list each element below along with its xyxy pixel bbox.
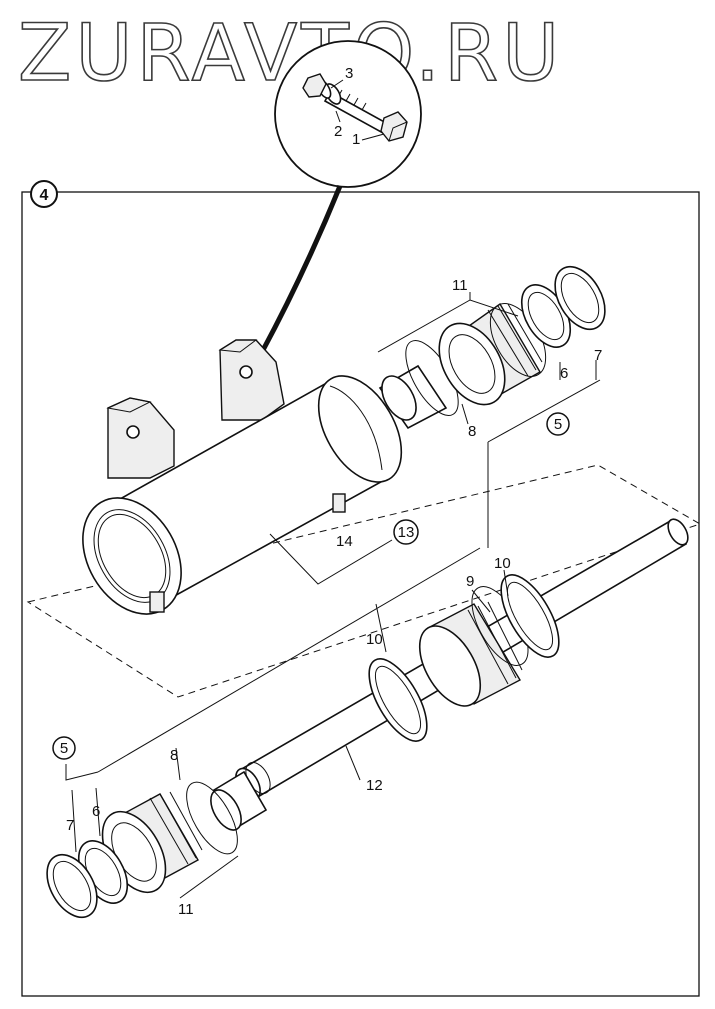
callout-7-top: 7 <box>594 347 602 364</box>
callout-5-low: 5 <box>52 736 76 760</box>
svg-text:5: 5 <box>554 416 562 433</box>
nut <box>302 73 327 98</box>
callout-10-top: 10 <box>494 555 511 572</box>
callout-4: 4 <box>30 180 58 208</box>
callout-9: 9 <box>466 573 474 590</box>
detail-circle: 3 2 1 <box>274 40 422 188</box>
cylinder-barrel <box>82 339 403 615</box>
bolt-head <box>380 111 408 142</box>
upper-gland-parts <box>378 265 606 430</box>
explode-axis-box <box>26 464 702 698</box>
callout-6-top: 6 <box>560 365 568 382</box>
svg-text:13: 13 <box>398 524 415 541</box>
svg-text:3: 3 <box>345 65 353 82</box>
callout-8-top: 8 <box>468 423 476 440</box>
diagram-frame <box>21 191 700 997</box>
callout-13: 13 <box>393 519 419 545</box>
svg-text:5: 5 <box>60 740 68 757</box>
callout-11-low: 11 <box>178 901 194 918</box>
detail-leader <box>259 185 343 354</box>
callout-11-top: 11 <box>452 277 468 294</box>
watermark-text: ZURAVTO.RU <box>18 9 563 99</box>
callout-10-low: 10 <box>366 631 383 648</box>
callout-12: 12 <box>366 777 383 794</box>
svg-text:1: 1 <box>352 131 360 148</box>
svg-text:4: 4 <box>40 187 49 204</box>
svg-text:2: 2 <box>334 123 342 140</box>
callout-14: 14 <box>336 533 353 550</box>
callout-7-low: 7 <box>66 817 74 834</box>
callout-5-top: 5 <box>546 412 570 436</box>
callout-6-low: 6 <box>92 803 100 820</box>
leader-lines <box>65 292 601 899</box>
callout-8-low: 8 <box>170 747 178 764</box>
lower-gland-parts <box>46 770 268 919</box>
